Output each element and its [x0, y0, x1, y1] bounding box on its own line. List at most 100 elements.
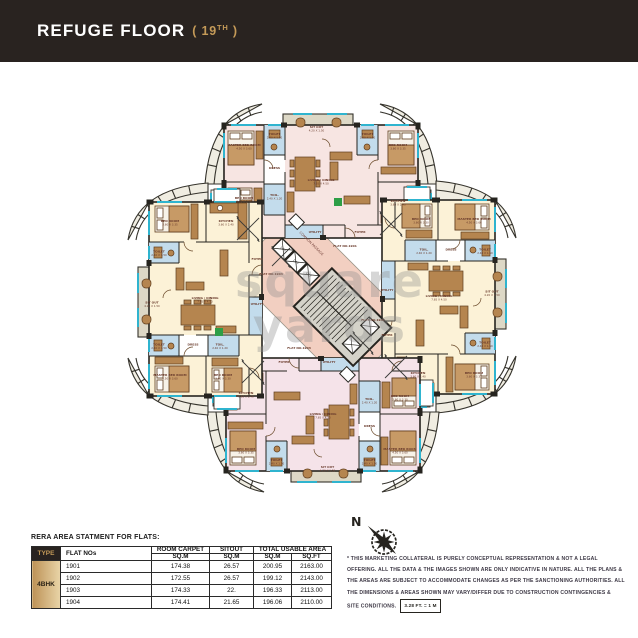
carpet-value: 174.38	[151, 560, 210, 573]
flat-no: 1901	[60, 560, 152, 573]
unit-total-sqft: SQ.FT	[290, 553, 333, 561]
room-dimension: 3.60 X 3.35	[390, 146, 406, 150]
room-dimension: 2.40 X 1.50	[360, 135, 376, 139]
flat-no: 1902	[60, 572, 152, 585]
disclaimer-line: THE DIMENSIONS & AREAS SHOWN MAY VARY/DI…	[347, 589, 611, 596]
room-dimension: 3.60 X 3.35	[466, 374, 482, 378]
room-label: MASTER BED ROOM	[153, 373, 186, 377]
room-label: SIT OUT	[145, 301, 159, 305]
room-dimension: 4.50 X 3.60	[162, 376, 178, 380]
scale-note: 3.28 FT. = 1 M	[400, 598, 441, 613]
room-label: TOILET	[362, 132, 375, 136]
room-label: TOILET	[269, 132, 282, 136]
sitout-value: 26.57	[209, 560, 254, 573]
floor-number: ( 19TH )	[192, 23, 238, 38]
room-label: BED ROOM	[237, 447, 255, 451]
room-label: TOIL.	[270, 193, 279, 197]
floor-suffix: )	[228, 24, 238, 39]
room-label: BED ROOM	[465, 371, 483, 375]
construction-x-mark	[379, 210, 403, 238]
room-dimension: 3.60 X 3.30	[392, 397, 408, 401]
disclaimer-line: THE AREAS ARE SUBJECT TO ACCOMMODATE CHA…	[347, 578, 625, 585]
room-dimension: 7.65 X 4.50	[315, 415, 331, 419]
room-label: TOILET	[479, 248, 492, 252]
disclaimer-line: SITE CONDITIONS.3.28 FT. = 1 M	[347, 598, 619, 613]
room-dimension: 4.20 X 1.50	[309, 128, 325, 132]
room-dimension: 2.40 X 1.20	[416, 251, 432, 255]
room-label: FLAT NO.1904	[259, 272, 283, 276]
room-dimension: 3.60 X 2.40	[218, 222, 234, 226]
room-dimension: 2.40 X 1.50	[151, 346, 167, 350]
room-label: LIVING / DINING	[426, 294, 453, 298]
room-label: DRESS	[364, 424, 375, 428]
room-label: UTILITY	[381, 288, 395, 292]
room-label: UTILITY	[323, 360, 337, 364]
room-label: SIT OUT	[485, 290, 499, 294]
flat-no: 1903	[60, 584, 152, 597]
room-label: SIT OUT	[310, 125, 324, 129]
table-row: 1904 174.41 21.65 196.06 2110.00	[32, 596, 333, 609]
room-label: BED ROOM	[161, 219, 179, 223]
room-dimension: 2.40 X 1.50	[269, 461, 285, 465]
watermark-line1: square	[235, 254, 425, 308]
total-sqm-value: 199.12	[253, 572, 292, 585]
total-sqm-value: 196.06	[253, 596, 292, 609]
room-label: UTILITY	[309, 230, 323, 234]
carpet-value: 174.33	[151, 584, 210, 597]
room-label: MASTER BED ROOM	[383, 447, 416, 451]
room-label: FLAT NO.1903	[287, 346, 311, 350]
carpet-value: 172.55	[151, 572, 210, 585]
room-dimension: 3.60 X 2.40	[238, 394, 254, 398]
room-label: TOILET	[479, 341, 492, 345]
room-label: TOIL.	[420, 248, 429, 252]
total-sqm-value: 196.33	[253, 584, 292, 597]
sitout-value: 26.57	[209, 572, 254, 585]
lift-label: LIFT	[280, 246, 287, 253]
room-label: BED ROOM	[412, 217, 430, 221]
room-dimension: 4.50 X 3.60	[392, 450, 408, 454]
room-dimension: 2.40 X 1.50	[151, 253, 167, 257]
room-label: KITCHEN	[219, 219, 234, 223]
room-dimension: 3.60 X 2.40	[390, 202, 406, 206]
room-dimension: 3.60 X 3.30	[413, 220, 429, 224]
room-label: BED ROOM	[235, 196, 253, 200]
flat-no: 1904	[60, 596, 152, 609]
total-sqft-value: 2143.00	[290, 572, 333, 585]
construction-x-mark	[241, 358, 265, 386]
room-dimension: 7.65 X 4.50	[431, 297, 447, 301]
total-sqft-value: 2113.00	[290, 584, 333, 597]
room-label: TOILET	[153, 250, 166, 254]
room-label: DRESS	[445, 248, 456, 252]
watermark-line2: yards	[253, 299, 407, 353]
unit-sitout-sqm: SQ.M	[209, 553, 254, 561]
central-core: LIFT LIFT LIFT COMMON PASSAGE	[271, 213, 393, 383]
north-label: N	[351, 514, 361, 529]
room-dimension: 7.65 X 4.50	[313, 181, 329, 185]
total-sqft-value: 2110.00	[290, 596, 333, 609]
room-label: FLAT NO.1901	[333, 244, 357, 248]
unit-room-carpet-sqm: SQ.M	[151, 553, 210, 561]
room-label: BED ROOM	[214, 373, 232, 377]
construction-x-mark	[384, 353, 408, 381]
room-label: SIT OUT	[321, 465, 335, 469]
room-dimension: 3.60 X 3.35	[238, 450, 254, 454]
disclaimer-line: * THIS MARKETING COLLATERAL IS PURELY CO…	[347, 556, 598, 562]
room-dimension: 4.50 X 3.60	[466, 220, 482, 224]
disclaimer: * THIS MARKETING COLLATERAL IS PURELY CO…	[347, 554, 625, 613]
room-label: FLAT NO.1902	[361, 318, 385, 322]
construction-x-mark	[352, 330, 374, 356]
table-row: 4BHK 1901 174.38 26.57 200.95 2163.00	[31, 560, 333, 609]
col-header-type: TYPE	[31, 546, 61, 561]
room-dimension: 2.40 X 1.20	[362, 400, 378, 404]
room-label: TOIL.	[216, 343, 225, 347]
green-accent-square	[215, 328, 223, 336]
rera-area-table: RERA AREA STATMENT FOR FLATS: TYPE FLAT …	[31, 534, 333, 609]
table-title: RERA AREA STATMENT FOR FLATS:	[31, 534, 160, 541]
room-label: BED ROOM	[391, 394, 409, 398]
room-dimension: 2.40 X 1.20	[212, 346, 228, 350]
green-accent-square	[334, 198, 342, 206]
room-dimension: 3.60 X 2.40	[410, 374, 426, 378]
room-label: KITCHEN	[239, 391, 254, 395]
